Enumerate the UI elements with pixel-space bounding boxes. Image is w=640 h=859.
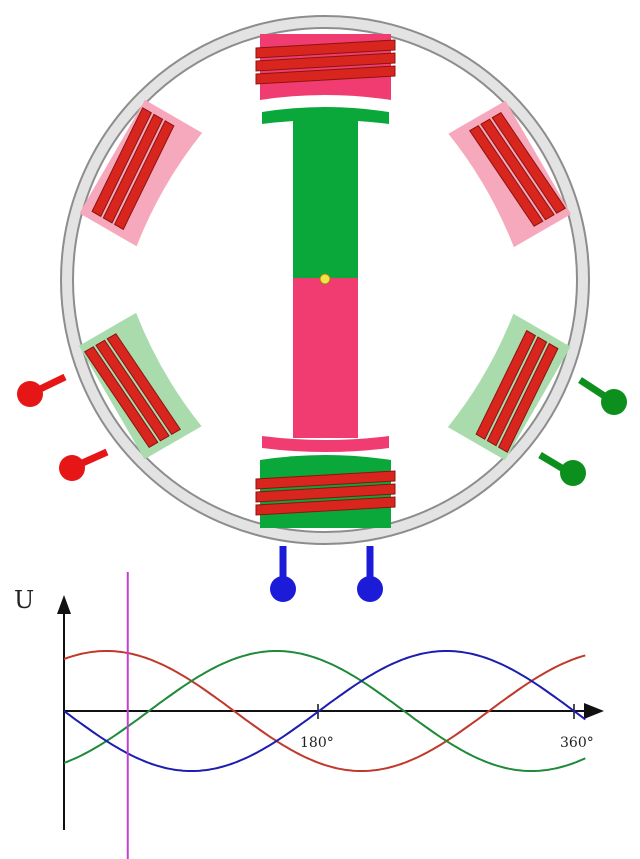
terminal-red-1 — [17, 381, 43, 407]
y-axis-label: U — [14, 586, 34, 614]
terminals-red — [17, 373, 109, 481]
winding-bottom — [255, 470, 396, 516]
terminal-red-2 — [59, 455, 85, 481]
terminals-blue — [270, 546, 383, 602]
rotor-axle — [319, 273, 331, 285]
rotor-south-half — [293, 278, 358, 438]
stator-pole-upper-left — [79, 99, 203, 247]
waveform-series-2 — [63, 650, 586, 772]
rotor-shoe-bottom — [262, 436, 389, 452]
terminal-blue-2 — [357, 576, 383, 602]
rotor-north-half — [293, 120, 358, 278]
rotor-shoe-top — [262, 107, 389, 124]
waveform-chart: U 180° 360° — [14, 572, 604, 859]
terminal-green-2 — [560, 460, 586, 486]
stator-pole-upper-right — [448, 100, 572, 248]
waveform-curves — [63, 650, 586, 772]
tick-label-360: 360° — [560, 735, 594, 751]
tick-label-180: 180° — [300, 735, 334, 751]
terminals-green — [538, 377, 627, 486]
y-axis-arrow — [57, 595, 71, 614]
rotor — [262, 107, 389, 452]
stator-pole-lower-left — [78, 312, 202, 460]
waveform-series-1 — [63, 650, 586, 772]
stator-pole-lower-right — [447, 313, 571, 461]
stator-pole-bottom — [255, 455, 396, 528]
terminal-green-1 — [601, 389, 627, 415]
x-axis-arrow — [584, 703, 604, 719]
stator-pole-top — [255, 34, 396, 100]
winding-top — [255, 39, 396, 85]
terminal-blue-1 — [270, 576, 296, 602]
waveform-series-3 — [63, 650, 586, 772]
